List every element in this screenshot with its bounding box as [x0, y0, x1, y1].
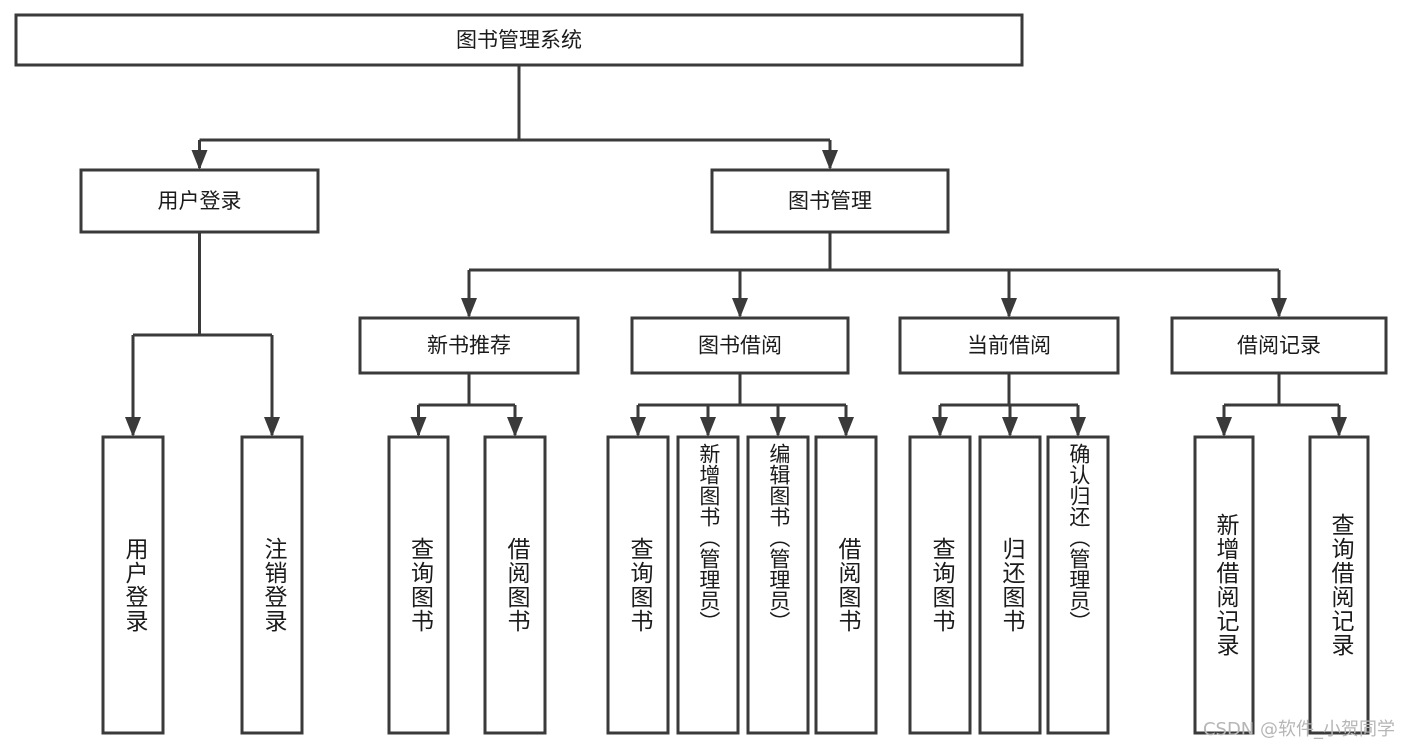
node-box-root[interactable]	[14, 13, 1024, 67]
arrow-level2-1	[822, 150, 838, 170]
node-box-level3-3[interactable]	[1170, 316, 1388, 375]
arrow-leaf-4	[630, 417, 646, 437]
node-box-leaf-11[interactable]	[1193, 435, 1255, 735]
arrow-level3-0	[461, 298, 477, 318]
arrow-leaf-11	[1216, 417, 1232, 437]
arrow-leaf-10	[1070, 417, 1086, 437]
arrow-level3-2	[1001, 298, 1017, 318]
arrow-leaf-8	[932, 417, 948, 437]
arrow-leaf-3	[507, 417, 523, 437]
node-label-level3-3: 借阅记录	[1237, 334, 1321, 358]
arrow-leaf-6	[770, 417, 786, 437]
arrow-leaf-1	[264, 417, 280, 437]
node-box-level2-0[interactable]	[79, 168, 320, 234]
connectors-layer	[125, 65, 1347, 437]
node-label-level3-2: 当前借阅	[967, 334, 1051, 358]
node-box-leaf-3[interactable]	[483, 435, 547, 735]
node-box-leaf-8[interactable]	[908, 435, 972, 735]
node-box-level3-0[interactable]	[358, 316, 580, 375]
node-box-leaf-2[interactable]	[387, 435, 450, 735]
node-box-leaf-1[interactable]	[240, 435, 304, 735]
watermark: CSDN @软件_小贺同学	[1202, 719, 1395, 740]
arrow-leaf-7	[838, 417, 854, 437]
arrow-level3-3	[1271, 298, 1287, 318]
node-box-level3-2[interactable]	[898, 316, 1120, 375]
arrow-leaf-9	[1002, 417, 1018, 437]
node-label-level3-0: 新书推荐	[427, 334, 511, 358]
node-box-level2-1[interactable]	[710, 168, 950, 234]
node-label-level2-0: 用户登录	[158, 189, 242, 213]
node-box-leaf-10[interactable]	[1046, 435, 1110, 735]
arrow-level3-1	[732, 298, 748, 318]
node-box-leaf-6[interactable]	[746, 435, 810, 735]
arrow-level2-0	[191, 150, 208, 170]
node-box-leaf-7[interactable]	[814, 435, 878, 735]
arrow-leaf-12	[1331, 417, 1347, 437]
node-box-leaf-9[interactable]	[978, 435, 1042, 735]
node-box-leaf-4[interactable]	[606, 435, 670, 735]
arrow-leaf-0	[125, 417, 141, 437]
arrow-leaf-5	[700, 417, 716, 437]
node-box-leaf-5[interactable]	[676, 435, 740, 735]
node-boxes-layer	[14, 13, 1388, 735]
node-box-leaf-0[interactable]	[101, 435, 165, 735]
node-label-level3-1: 图书借阅	[698, 334, 782, 358]
node-label-level2-1: 图书管理	[788, 189, 872, 213]
arrow-leaf-2	[410, 417, 427, 437]
node-box-leaf-12[interactable]	[1308, 435, 1370, 735]
node-box-level3-1[interactable]	[630, 316, 850, 375]
node-label-root: 图书管理系统	[456, 28, 582, 52]
